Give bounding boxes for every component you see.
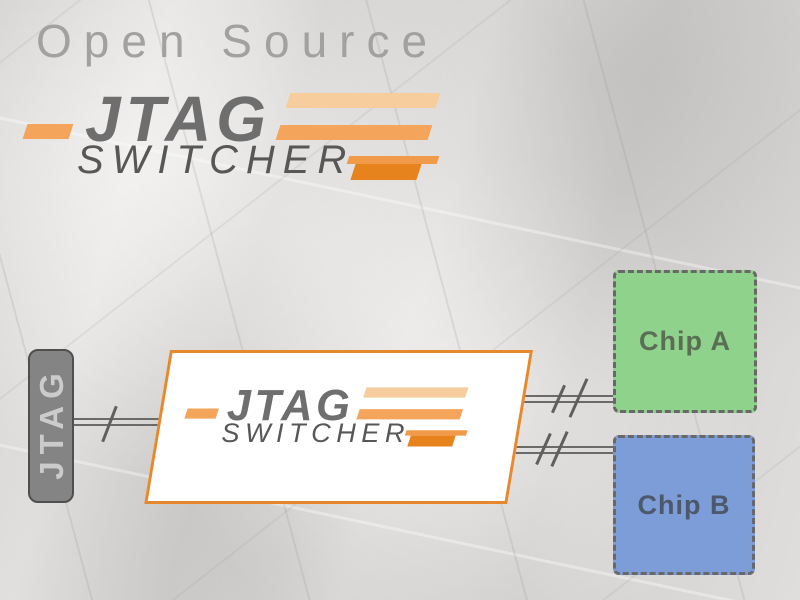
logo-subtitle: SWITCHER: [221, 418, 410, 448]
chip-a-label: Chip A: [639, 326, 731, 356]
logo-bar-bottom-right: [407, 435, 456, 447]
logo-bar-middle-right: [356, 409, 464, 420]
bus-switcher-to-chip-a: [519, 395, 615, 403]
open-source-watermark: Open Source: [36, 15, 440, 67]
logo-bar-left: [184, 408, 219, 419]
logo-bar-middle-right: [275, 125, 433, 140]
logo-title: JTAG: [85, 83, 271, 155]
bus-jtag-to-switcher: [74, 418, 164, 426]
chip-b: Chip B: [613, 435, 755, 575]
chip-a: Chip A: [613, 270, 757, 413]
logo-bar-top-right: [363, 387, 469, 398]
logo-bar-bottom-right: [350, 164, 422, 180]
jtag-switcher-logo-large: JTAG SWITCHER: [22, 83, 445, 183]
jtag-connector-label: JTAG: [32, 365, 70, 480]
logo-bar-left: [22, 124, 74, 139]
chip-b-label: Chip B: [637, 489, 731, 520]
jtag-connector: JTAG: [28, 349, 74, 503]
bus-switcher-to-chip-b: [511, 446, 615, 454]
logo-subtitle: SWITCHER: [77, 138, 355, 182]
jtag-switcher-logo-small: JTAG SWITCHER: [184, 380, 472, 449]
logo-title: JTAG: [226, 380, 354, 430]
logo-bar-bottom-strip: [346, 156, 440, 164]
logo-bar-top-right: [285, 93, 441, 108]
